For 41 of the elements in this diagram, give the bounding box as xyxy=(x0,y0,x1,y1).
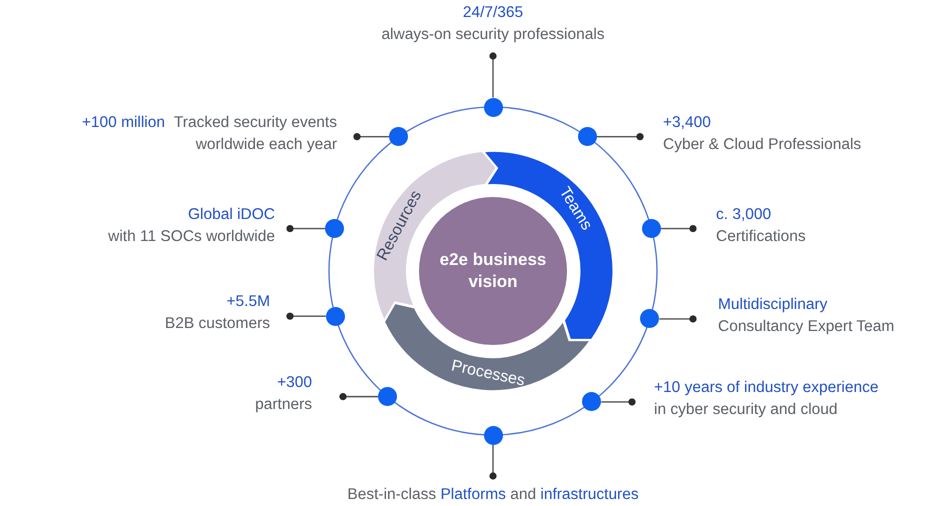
stat-description: B2B customers xyxy=(164,314,270,334)
leader-line xyxy=(353,133,390,140)
stat-figure: Multidisciplinary xyxy=(718,294,828,315)
center-label: e2e business vision xyxy=(438,249,548,293)
stat-figure: +100 million xyxy=(82,112,165,133)
node-dot xyxy=(484,98,502,116)
node-dot xyxy=(484,426,502,444)
stat-figure: c. 3,000 xyxy=(716,204,772,225)
stat-figure: 24/7/365 xyxy=(462,3,524,23)
node-dot xyxy=(378,387,398,406)
stat-figure: +300 xyxy=(276,372,312,393)
stat-description: in cyber security and cloud xyxy=(654,400,839,420)
segment-label: Processes xyxy=(449,357,526,390)
node-dot xyxy=(582,392,602,412)
stat-description: always-on security professionals xyxy=(380,25,606,45)
leader-line xyxy=(286,224,326,232)
stat-figure: Global iDOC xyxy=(187,204,275,225)
stat-description: partners xyxy=(254,394,312,415)
leader-line xyxy=(489,444,497,480)
stat-description: Cyber & Cloud Professionals xyxy=(663,134,862,155)
stat-figure: +3,400 xyxy=(663,112,712,133)
node-dot xyxy=(389,127,408,146)
stat-description: Certifications xyxy=(716,226,807,247)
caption-text: Best-in-class Platforms and infrastructures xyxy=(346,485,640,505)
stat-description: with 11 SOCs worldwide xyxy=(107,226,275,247)
leader-line xyxy=(601,398,636,406)
node-dot xyxy=(642,219,661,238)
leader-line xyxy=(339,393,378,400)
leader-line xyxy=(286,312,326,320)
leader-line xyxy=(596,133,644,140)
leader-line xyxy=(659,315,697,323)
node-dot xyxy=(326,306,345,326)
stat-description: Consultancy Expert Team xyxy=(718,316,896,337)
stat-description: Tracked security events worldwide each year xyxy=(174,114,337,153)
stat-figure: +10 years of industry experience xyxy=(654,378,880,398)
leader-line xyxy=(660,224,697,232)
stat-figure: +5.5M xyxy=(225,292,270,312)
node-dot xyxy=(578,127,597,146)
node-dot xyxy=(640,309,660,328)
leader-line xyxy=(489,52,497,98)
node-dot xyxy=(325,219,344,238)
